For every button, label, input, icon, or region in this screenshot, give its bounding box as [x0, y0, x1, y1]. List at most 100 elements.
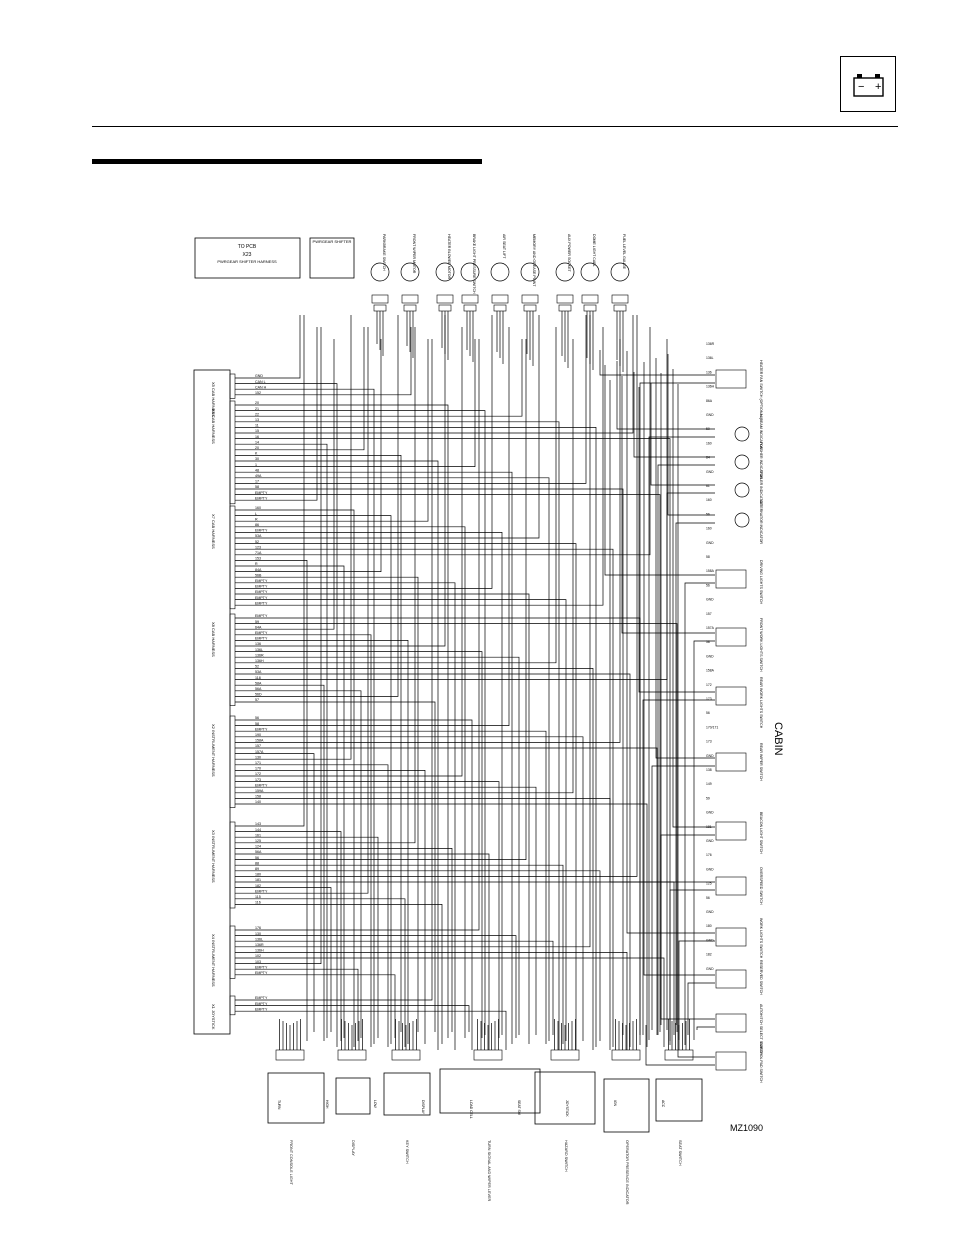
wire-label-x5: 152 — [255, 391, 261, 395]
right-wire — [609, 380, 715, 883]
right-wire — [599, 350, 715, 376]
powershift-title: PWRGEAR SHIFTER — [313, 239, 352, 244]
right-wire — [667, 354, 715, 516]
right-component-label: REAR WIPER SWITCH — [759, 743, 763, 781]
wire-label-x8: 136L — [255, 648, 263, 652]
wire-label-x4: EMPTY — [255, 971, 268, 975]
top-connector — [556, 294, 574, 304]
bottom-component-label: DISPLAY — [351, 1140, 355, 1156]
right-wire — [684, 582, 715, 1045]
wire-label-x6: 30 — [255, 457, 259, 461]
bottom-component-label: HAZARD SWITCH — [564, 1140, 568, 1172]
wire-run — [235, 684, 325, 1041]
right-component-label: REAR WORK LIGHTS SWITCH — [759, 677, 763, 729]
wire-label-x1: EMPTY — [255, 996, 268, 1000]
wire-run — [235, 640, 409, 1044]
to-pcb-connector-box — [194, 237, 301, 279]
wire-label-x8: 58A — [255, 681, 262, 685]
wire-label-x7: 160 — [255, 506, 261, 510]
right-wire — [638, 387, 715, 693]
wire-label-x2: 58 — [255, 722, 259, 726]
wire-run — [235, 339, 668, 680]
wire-label-x2: EMPTY — [255, 783, 268, 787]
battery-minus: − — [858, 81, 864, 93]
wire-run — [235, 339, 523, 417]
wire-label-x7: 71A — [255, 551, 262, 555]
right-wire — [657, 464, 715, 1035]
bottom-component-label: TURN SIGNAL AND WIPER LEVER — [487, 1140, 491, 1202]
top-connector-plug — [438, 304, 452, 312]
bottom-connector — [391, 1049, 421, 1061]
figure-id: MZ1090 — [730, 1123, 763, 1133]
wire-label-x5: CAN L — [255, 380, 266, 384]
wire-run — [235, 388, 375, 1044]
switch-body — [715, 876, 747, 896]
right-wire-label: 84 — [706, 456, 710, 460]
top-component-symbol — [555, 262, 575, 282]
wire-label-x6: EMPTY — [255, 491, 268, 495]
bottom-connector — [473, 1049, 503, 1061]
right-wire — [650, 383, 715, 486]
wire-run — [235, 543, 577, 1050]
wire-label-x2: 172 — [255, 772, 261, 776]
wire-run — [235, 315, 305, 827]
switch-body — [715, 686, 747, 706]
wire-run — [235, 651, 483, 1038]
right-wire-label: 182 — [706, 953, 712, 957]
wire-label-x6: 58 — [255, 485, 259, 489]
wire-run — [235, 532, 503, 1035]
wire-run — [235, 315, 493, 589]
bottom-label: IGN — [613, 1100, 617, 1107]
wire-run — [235, 1005, 470, 1032]
top-connector-plug — [583, 304, 597, 312]
top-component-symbol — [610, 262, 630, 282]
right-component-label: RESERVED SWITCH — [759, 960, 763, 995]
wire-run — [235, 623, 678, 1032]
wire-label-x5: CAN H — [255, 385, 267, 389]
wire-label-x4: 136R — [255, 943, 264, 947]
top-connector — [521, 294, 539, 304]
wire-label-x6: 1 — [255, 463, 257, 467]
wire-run — [235, 327, 557, 664]
wire-run — [235, 339, 574, 794]
top-connector-plug — [373, 304, 387, 312]
wire-run — [235, 781, 500, 1038]
indicator-lamp — [734, 426, 750, 442]
wire-run — [235, 1010, 507, 1050]
bottom-label: TURN — [277, 1100, 281, 1110]
right-wire-label: GND — [706, 598, 714, 602]
wire-label-x5: GND — [255, 374, 263, 378]
right-wire-label: GND — [706, 839, 714, 843]
wire-label-x6: 14 — [255, 440, 259, 444]
top-component-label: FUEL LEVEL GAUGE — [622, 234, 626, 270]
right-wire-label: 160 — [706, 498, 712, 502]
right-wire — [666, 492, 715, 1030]
wire-label-x3: 143 — [255, 822, 261, 826]
harness-connector-x1 — [229, 995, 236, 1016]
harness-label-x2: X2 INSTRUMENT HARNESS — [211, 724, 216, 777]
wire-run — [235, 315, 301, 379]
wire-label-x8: 136H — [255, 659, 264, 663]
right-wire — [651, 765, 715, 1030]
wire-label-x7: R — [255, 517, 258, 521]
key-switch-box — [383, 1072, 431, 1116]
indicator-lamp — [734, 454, 750, 470]
wire-label-x3: 125 — [255, 839, 261, 843]
right-component-label: HI BEAM INDICATOR — [759, 414, 763, 450]
bottom-label: SEAT SW — [517, 1100, 521, 1116]
header-rule — [92, 126, 898, 127]
right-wire — [669, 889, 715, 1045]
hazard-switch-box — [534, 1071, 596, 1125]
wire-label-x2: 159A — [255, 789, 264, 793]
wire-run — [235, 593, 530, 1044]
bottom-component-label: FRONT CONSOLE LIGHT — [289, 1140, 293, 1186]
wire-run — [235, 443, 328, 1038]
wire-label-x6: 20 — [255, 446, 259, 450]
right-wire — [655, 358, 715, 759]
wire-label-x8: EMPTY — [255, 631, 268, 635]
wire-run — [235, 494, 661, 1032]
wire-label-x6: 48 — [255, 468, 259, 472]
front-console-light-box — [267, 1072, 325, 1124]
wire-label-x7: EMPTY — [255, 596, 268, 600]
